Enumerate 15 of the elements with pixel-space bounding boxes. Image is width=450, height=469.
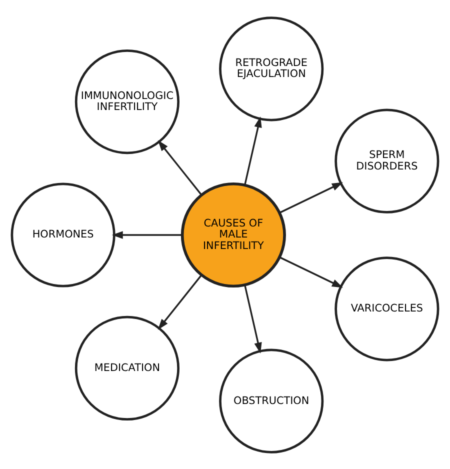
arrow	[279, 182, 343, 214]
node-circle: CAUSES OF MALE INFERTILITY	[180, 182, 286, 288]
arrow	[112, 230, 182, 238]
arrow	[158, 140, 202, 196]
arrow	[244, 116, 262, 185]
node-circle: IMMUNONOLOGIC INFERTILITY	[74, 49, 180, 154]
node-circle: SPERM DISORDERS	[334, 108, 440, 213]
arrow	[279, 256, 343, 288]
node-circle: HORMONES	[10, 182, 116, 287]
node-circle: OBSTRUCTION	[219, 348, 324, 453]
node-circle: VARICOCELES	[334, 256, 440, 361]
arrow	[244, 284, 262, 354]
node-circle: RETROGRADE EJACULATION	[219, 16, 324, 121]
node-circle: MEDICATION	[74, 315, 180, 420]
arrow	[158, 274, 202, 330]
